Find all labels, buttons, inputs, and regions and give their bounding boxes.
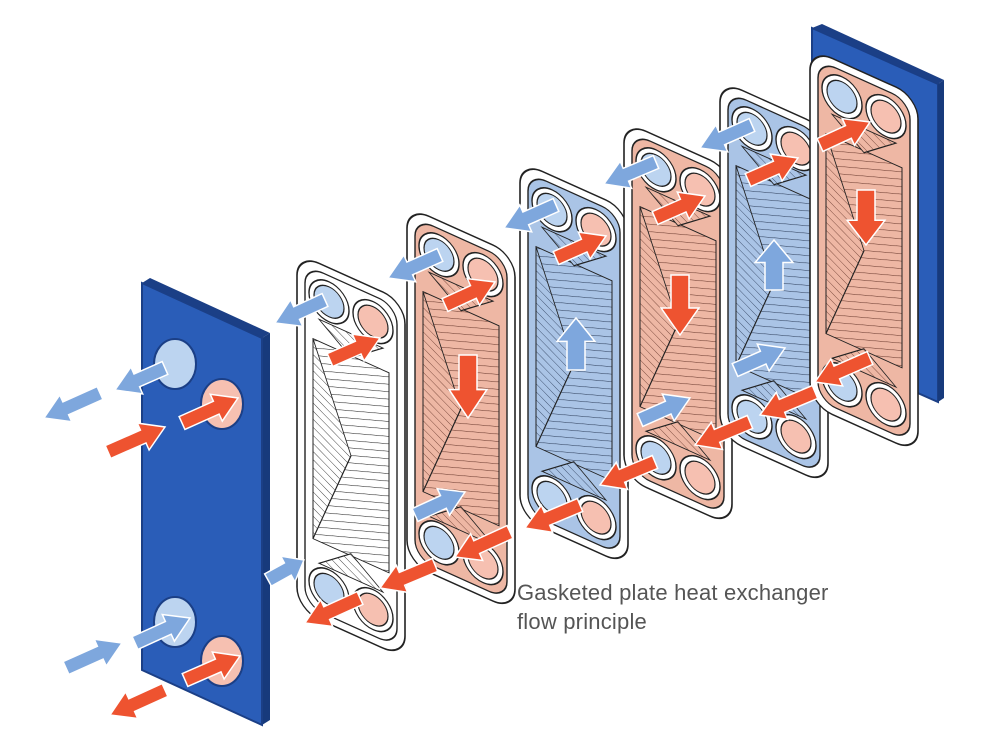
plate-6-port-2 bbox=[870, 99, 902, 134]
plate-6 bbox=[809, 55, 919, 447]
cold-inlet-arrow bbox=[263, 555, 306, 588]
hot-inlet-arrow bbox=[441, 277, 497, 313]
caption-line-1: Gasketed plate heat exchanger bbox=[517, 580, 829, 605]
cold-inlet-arrow bbox=[411, 487, 467, 523]
cold-outlet-arrow bbox=[273, 292, 329, 328]
plate-flow-arrow bbox=[753, 238, 795, 291]
cold-inlet-arrow bbox=[131, 613, 192, 651]
hot-inlet-arrow bbox=[816, 117, 872, 153]
hot-inlet-arrow bbox=[744, 153, 800, 188]
cold-outlet-arrow bbox=[502, 197, 560, 233]
plate-flow-arrow bbox=[447, 354, 489, 420]
plate-6-port-1 bbox=[826, 79, 858, 114]
hot-inlet-arrow bbox=[326, 333, 382, 368]
plate-4-port-4 bbox=[684, 460, 716, 495]
hot-outlet-arrow bbox=[453, 524, 514, 562]
hot-inlet-arrow bbox=[552, 231, 608, 266]
hot-outlet-arrow bbox=[378, 557, 439, 594]
cold-outlet-arrow bbox=[113, 360, 169, 395]
hot-outlet-arrow bbox=[181, 651, 242, 688]
plate-6-port-4 bbox=[870, 387, 902, 422]
plate-flow-arrow bbox=[845, 189, 887, 247]
flow-arrows bbox=[42, 117, 887, 720]
plate-5-port-4 bbox=[780, 419, 812, 454]
cold-inlet-arrow bbox=[62, 638, 124, 676]
cold-outlet-arrow bbox=[386, 247, 444, 283]
hot-inlet-arrow bbox=[104, 422, 167, 460]
diagram-caption: Gasketed plate heat exchanger flow princ… bbox=[517, 578, 829, 636]
cold-inlet-arrow bbox=[636, 393, 692, 428]
hot-outlet-arrow bbox=[523, 497, 584, 534]
hot-outlet-arrow bbox=[108, 682, 169, 720]
plate-flow-arrow bbox=[555, 316, 597, 371]
hot-outlet-arrow bbox=[693, 414, 754, 451]
hot-outlet-arrow bbox=[303, 590, 364, 628]
front-frame-plate bbox=[141, 278, 270, 727]
cold-outlet-arrow bbox=[602, 154, 660, 190]
hot-outlet-arrow bbox=[758, 384, 819, 421]
hot-inlet-arrow bbox=[178, 393, 240, 431]
plate-2-port-3 bbox=[423, 525, 455, 560]
hot-outlet-arrow bbox=[598, 454, 659, 491]
cold-outlet-arrow bbox=[698, 117, 756, 153]
cold-inlet-arrow bbox=[731, 343, 787, 378]
caption-line-2: flow principle bbox=[517, 609, 647, 634]
hot-inlet-arrow bbox=[651, 191, 707, 226]
plate-flow-arrow bbox=[659, 274, 701, 337]
plate-1 bbox=[296, 260, 406, 652]
hot-outlet-arrow bbox=[813, 350, 874, 387]
cold-outlet-arrow bbox=[42, 385, 104, 423]
